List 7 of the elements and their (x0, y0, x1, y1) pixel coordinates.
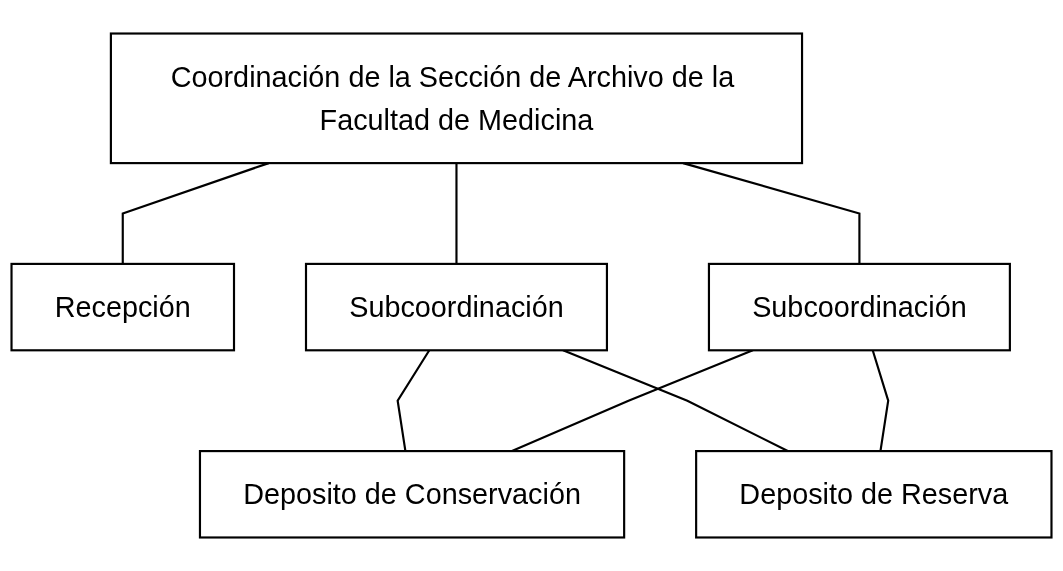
node-box: Subcoordinación (707, 262, 1011, 352)
node-box: Recepción (10, 262, 236, 352)
node-box: Subcoordinación (304, 262, 609, 352)
node-box: Deposito de Reserva (695, 450, 1053, 539)
node-box: Deposito de Conservación (198, 450, 626, 539)
connector (455, 163, 458, 264)
node-box: Coordinación de la Sección de Archivo de la Facultad de Medicina (109, 32, 804, 165)
